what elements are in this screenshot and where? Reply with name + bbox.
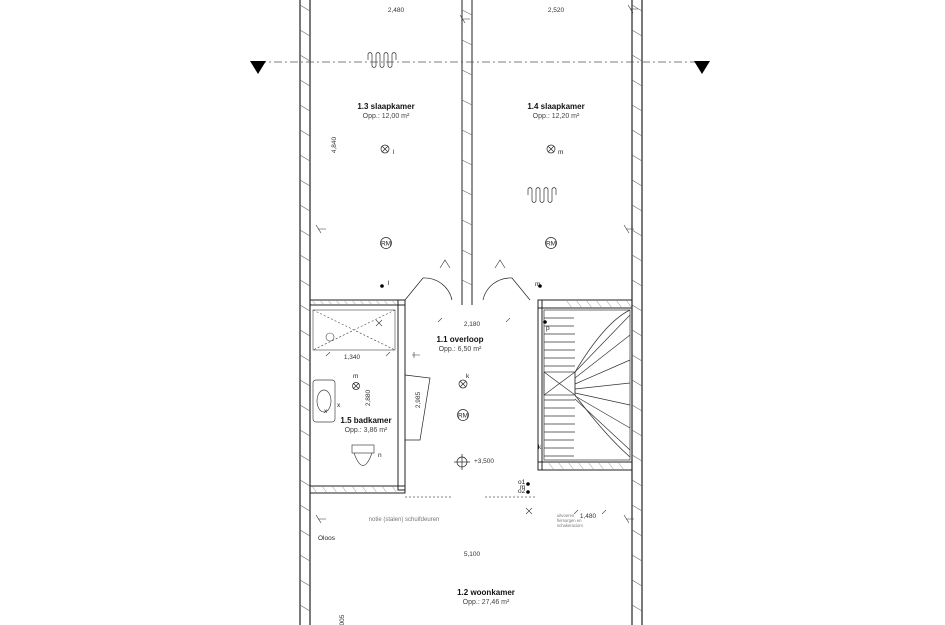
level-marker: +3,500 [474,458,494,465]
bathroom-door [404,374,431,441]
symbol-l: l [393,149,395,156]
stair-hatch [547,299,633,471]
radiator-icon-2 [527,187,557,203]
symbol-x-1: x [337,402,341,409]
room-name-slaapkamer-14: 1.4 slaapkamer [527,102,584,111]
room-area-overloop: Opp.: 6,50 m² [439,346,482,353]
room-area-slaapkamer-14: Opp.: 12,20 m² [533,113,580,120]
smoke-detector-icons [380,237,557,421]
room-area-woonkamer: Opp.: 27,46 m² [463,599,510,606]
symbol-m-switch: m [535,281,540,288]
symbol-p: p [546,325,550,332]
symbol-l-switch: l [388,280,390,287]
dimension-bath-width: 1,340 [344,354,361,361]
room-name-slaapkamer-13: 1.3 slaapkamer [357,102,414,111]
dimension-top-left: 2,480 [388,7,405,14]
switch-dots [380,284,547,494]
smoke-detector-label-2: RM [546,241,556,248]
symbol-n-bath: n [378,452,382,459]
symbol-m-small: m [520,484,525,491]
dimension-overloop-depth: 2,985 [415,391,422,408]
bedroom-doors [404,277,531,301]
stair-note-line-3: schakeraciom [557,523,583,528]
symbol-k-stair: k [538,444,542,451]
symbol-k: k [466,373,470,380]
stair-treads [543,309,631,461]
symbol-oloos: Oloos [318,535,336,542]
electrical-symbols [315,4,638,524]
stair-walls [537,299,633,471]
symbol-o1: o1 [518,479,526,486]
bathroom-hatch [311,299,398,494]
dimension-bedroom-depth: 4,840 [331,136,338,153]
stair-note-line-1: uitvoeren [557,513,575,518]
room-area-badkamer: Opp.: 3,86 m² [345,427,388,434]
smoke-detector-label-1: RM [381,241,391,248]
section-line [250,61,710,74]
dimension-woonkamer-depth: 005 [339,614,346,625]
wall-hatching [299,4,643,612]
symbol-m-bath: m [353,373,358,380]
exterior-walls [299,0,643,625]
radiator-icon [367,52,397,68]
room-area-slaapkamer-13: Opp.: 12,00 m² [363,113,410,120]
stair-note-line-2: fiemorgen en [557,518,582,523]
dimension-ticks [325,317,607,515]
shower [312,309,396,351]
symbol-o2: o2 [518,488,526,495]
light-point-icons [352,144,556,470]
dimension-woonkamer-width: 5,100 [464,551,481,558]
smoke-detector-label-3: RM [458,413,468,420]
dimension-top-right: 2,520 [548,7,565,14]
dimension-bath-depth: 2,880 [365,389,372,406]
room-name-overloop: 1.1 overloop [436,335,483,344]
toilet [351,444,375,466]
sliding-door-note: notie (stalen) schuifdeuren [369,517,440,523]
dimension-overloop-width: 2,180 [464,321,481,328]
symbol-m: m [558,149,563,156]
washbasin [312,379,336,423]
symbol-x-2: x [324,408,328,415]
dimension-stair-width: 1,480 [580,513,597,520]
room-name-badkamer: 1.5 badkamer [340,416,391,425]
bathroom-walls [309,299,406,494]
room-name-woonkamer: 1.2 woonkamer [457,588,515,597]
